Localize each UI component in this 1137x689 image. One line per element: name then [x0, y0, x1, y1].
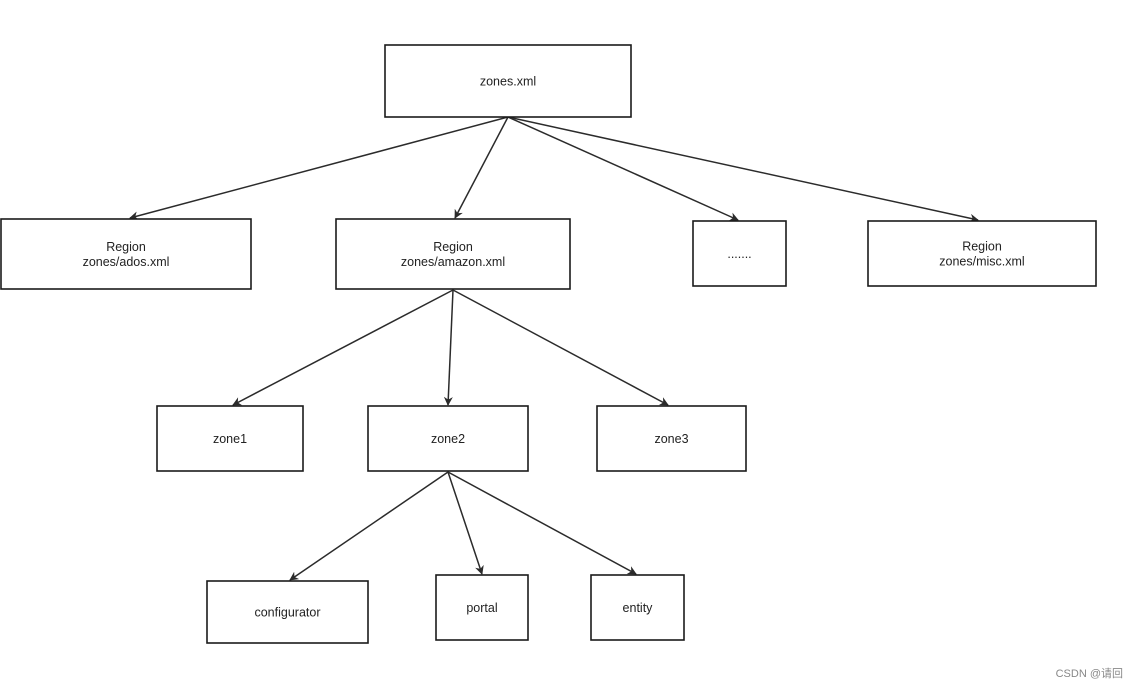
- node-box-zones-xml: [384, 44, 632, 118]
- node-label-ellipsis: .......: [727, 247, 751, 261]
- node-label-region-ados-line2: zones/ados.xml: [83, 255, 170, 269]
- node-box-entity: [590, 574, 685, 641]
- edge-zones-xml-to-region-misc: [507, 116, 979, 223]
- node-box-region-amazon: [335, 218, 571, 290]
- node-label-zone2: zone2: [431, 432, 465, 446]
- node-label-zone3: zone3: [654, 432, 688, 446]
- node-configurator: configurator: [206, 580, 369, 644]
- edge-zones-xml-to-ellipsis: [507, 116, 739, 221]
- edge-zones-xml-to-region-ados: [129, 116, 509, 221]
- node-box-zone2: [367, 405, 529, 472]
- node-label-region-amazon-line1: Region: [433, 240, 473, 254]
- node-box-ellipsis: [692, 220, 787, 287]
- node-portal: portal: [435, 574, 529, 641]
- node-zones-xml: zones.xml: [384, 44, 632, 118]
- edge-region-amazon-to-zone3: [452, 289, 669, 406]
- node-box-zone3: [596, 405, 747, 472]
- node-ellipsis: .......: [692, 220, 787, 287]
- node-zone1: zone1: [156, 405, 304, 472]
- node-zone3: zone3: [596, 405, 747, 472]
- node-label-configurator: configurator: [254, 606, 320, 620]
- node-label-zone1: zone1: [213, 432, 247, 446]
- edge-region-amazon-to-zone2: [443, 289, 454, 406]
- nodes-layer: zones.xmlRegionzones/ados.xmlRegionzones…: [0, 44, 1097, 644]
- node-label-portal: portal: [466, 601, 497, 615]
- edge-zones-xml-to-region-amazon: [454, 116, 509, 219]
- node-label-region-misc-line2: zones/misc.xml: [939, 255, 1024, 269]
- watermark: CSDN @请回: [1055, 668, 1123, 680]
- node-box-portal: [435, 574, 529, 641]
- edge-zone2-to-portal: [447, 471, 484, 575]
- edge-region-amazon-to-zone1: [232, 289, 454, 406]
- node-label-region-amazon-line2: zones/amazon.xml: [401, 255, 505, 269]
- node-label-region-ados-line1: Region: [106, 240, 146, 254]
- node-box-configurator: [206, 580, 369, 644]
- node-box-zone1: [156, 405, 304, 472]
- edges-layer: [129, 116, 979, 581]
- node-label-zones-xml: zones.xml: [480, 75, 536, 89]
- node-zone2: zone2: [367, 405, 529, 472]
- edge-zone2-to-entity: [447, 471, 637, 575]
- node-label-entity: entity: [623, 601, 654, 615]
- node-box-region-ados: [0, 218, 252, 290]
- node-label-region-misc-line1: Region: [962, 240, 1002, 254]
- node-entity: entity: [590, 574, 685, 641]
- node-box-region-misc: [867, 220, 1097, 287]
- edge-zone2-to-configurator: [289, 471, 449, 581]
